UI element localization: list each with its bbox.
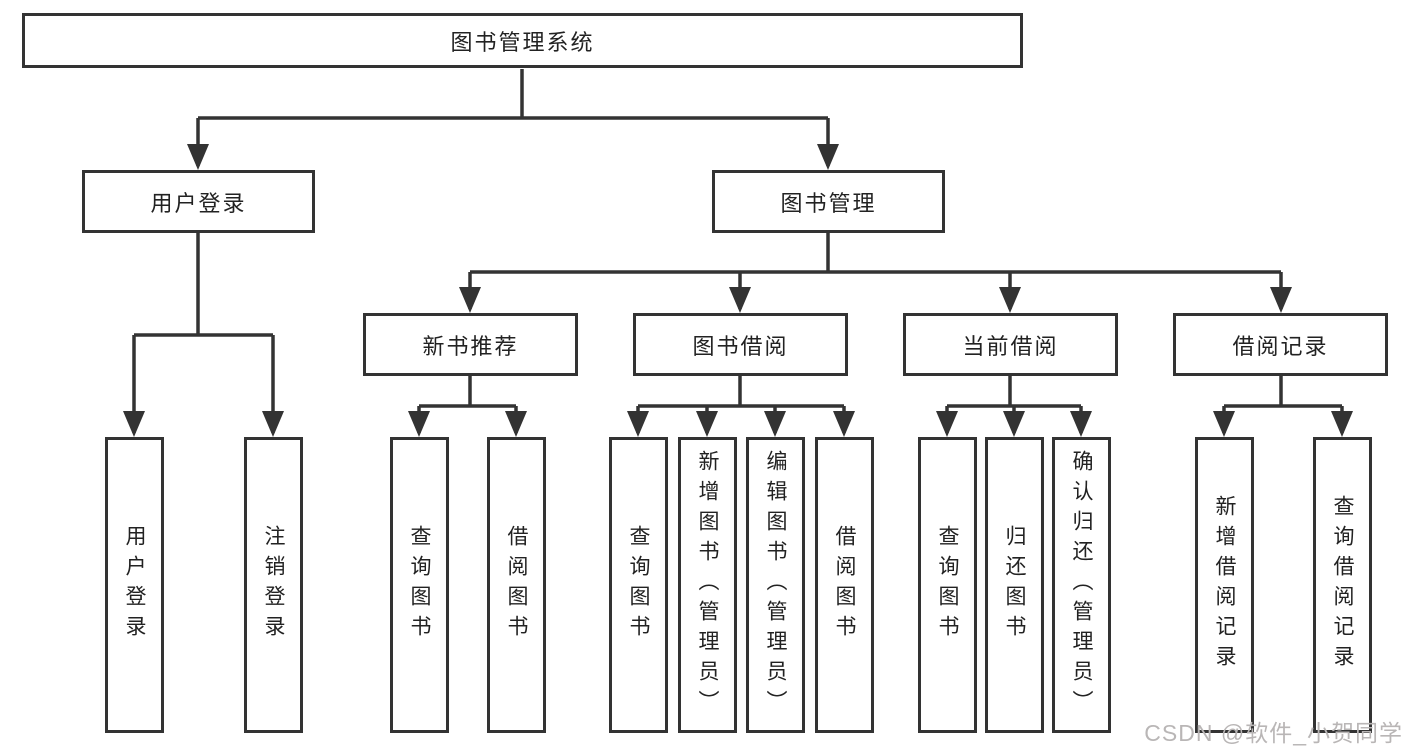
arrowhead-down-icon xyxy=(627,411,649,437)
leaf-bb-edit-books-admin-label: 编辑图书（管理员） xyxy=(764,450,787,720)
node-current-borrowing: 当前借阅 xyxy=(903,313,1118,376)
arrowhead-down-icon xyxy=(505,411,527,437)
arrowhead-down-icon xyxy=(936,411,958,437)
leaf-br-add-record-label: 新增借阅记录 xyxy=(1213,495,1236,675)
arrowhead-down-icon xyxy=(1070,411,1092,437)
node-new-book-recommend: 新书推荐 xyxy=(363,313,578,376)
node-root-label: 图书管理系统 xyxy=(450,29,595,55)
arrowhead-down-icon xyxy=(187,144,209,170)
leaf-user-login: 用户登录 xyxy=(105,437,164,733)
leaf-cb-return-books-label: 归还图书 xyxy=(1003,525,1026,645)
node-book-management: 图书管理 xyxy=(712,170,945,233)
leaf-nb-query-books-label: 查询图书 xyxy=(408,525,431,645)
leaf-bb-borrow-books: 借阅图书 xyxy=(815,437,874,733)
arrowhead-down-icon xyxy=(833,411,855,437)
leaf-cb-return-books: 归还图书 xyxy=(985,437,1044,733)
arrowhead-down-icon xyxy=(1213,411,1235,437)
arrowhead-down-icon xyxy=(817,144,839,170)
arrowhead-down-icon xyxy=(1003,411,1025,437)
leaf-bb-edit-books-admin: 编辑图书（管理员） xyxy=(746,437,805,733)
arrowhead-down-icon xyxy=(459,287,481,313)
leaf-bb-add-books-admin: 新增图书（管理员） xyxy=(678,437,737,733)
node-book-management-label: 图书管理 xyxy=(780,190,877,216)
leaf-cb-query-books-label: 查询图书 xyxy=(936,525,959,645)
arrowhead-down-icon xyxy=(729,287,751,313)
csdn-watermark: CSDN @软件_小贺同学 xyxy=(1144,720,1403,746)
leaf-user-login-label: 用户登录 xyxy=(123,525,146,645)
leaf-nb-query-books: 查询图书 xyxy=(390,437,449,733)
leaf-cb-query-books: 查询图书 xyxy=(918,437,977,733)
node-user-login: 用户登录 xyxy=(82,170,315,233)
leaf-br-add-record: 新增借阅记录 xyxy=(1195,437,1254,733)
leaf-logout: 注销登录 xyxy=(244,437,303,733)
connector-bookmgmt-to-level3 xyxy=(468,233,1283,309)
node-new-book-recommend-label: 新书推荐 xyxy=(422,333,519,359)
node-book-borrowing: 图书借阅 xyxy=(633,313,848,376)
connector-borrowrecord-to-leaves xyxy=(1222,376,1344,433)
connector-line xyxy=(1222,376,1344,433)
node-root: 图书管理系统 xyxy=(22,13,1023,68)
node-borrowing-records-label: 借阅记录 xyxy=(1232,333,1329,359)
node-book-borrowing-label: 图书借阅 xyxy=(692,333,789,359)
arrowhead-down-icon xyxy=(262,411,284,437)
connector-line xyxy=(417,376,518,433)
leaf-logout-label: 注销登录 xyxy=(262,525,285,645)
arrowhead-down-icon xyxy=(696,411,718,437)
node-borrowing-records: 借阅记录 xyxy=(1173,313,1388,376)
connector-newbook-to-leaves xyxy=(417,376,518,433)
leaf-bb-borrow-books-label: 借阅图书 xyxy=(833,525,856,645)
connector-line xyxy=(132,233,275,433)
connector-line xyxy=(196,69,830,166)
leaf-br-query-record: 查询借阅记录 xyxy=(1313,437,1372,733)
leaf-cb-confirm-return-admin: 确认归还（管理员） xyxy=(1052,437,1111,733)
arrowhead-down-icon xyxy=(999,287,1021,313)
connector-bookborrow-to-leaves xyxy=(636,376,846,433)
leaf-bb-add-books-admin-label: 新增图书（管理员） xyxy=(696,450,719,720)
arrowhead-down-icon xyxy=(123,411,145,437)
connector-line xyxy=(468,233,1283,309)
leaf-bb-query-books: 查询图书 xyxy=(609,437,668,733)
connector-line xyxy=(636,376,846,433)
arrowhead-down-icon xyxy=(1270,287,1292,313)
arrowhead-down-icon xyxy=(408,411,430,437)
leaf-bb-query-books-label: 查询图书 xyxy=(627,525,650,645)
leaf-nb-borrow-books: 借阅图书 xyxy=(487,437,546,733)
arrowhead-down-icon xyxy=(1331,411,1353,437)
node-user-login-label: 用户登录 xyxy=(150,190,247,216)
leaf-cb-confirm-return-admin-label: 确认归还（管理员） xyxy=(1070,450,1093,720)
leaf-nb-borrow-books-label: 借阅图书 xyxy=(505,525,528,645)
connector-root-to-level2 xyxy=(196,69,830,166)
leaf-br-query-record-label: 查询借阅记录 xyxy=(1331,495,1354,675)
arrowhead-down-icon xyxy=(764,411,786,437)
node-current-borrowing-label: 当前借阅 xyxy=(962,333,1059,359)
connector-userlogin-to-leaves xyxy=(132,233,275,433)
